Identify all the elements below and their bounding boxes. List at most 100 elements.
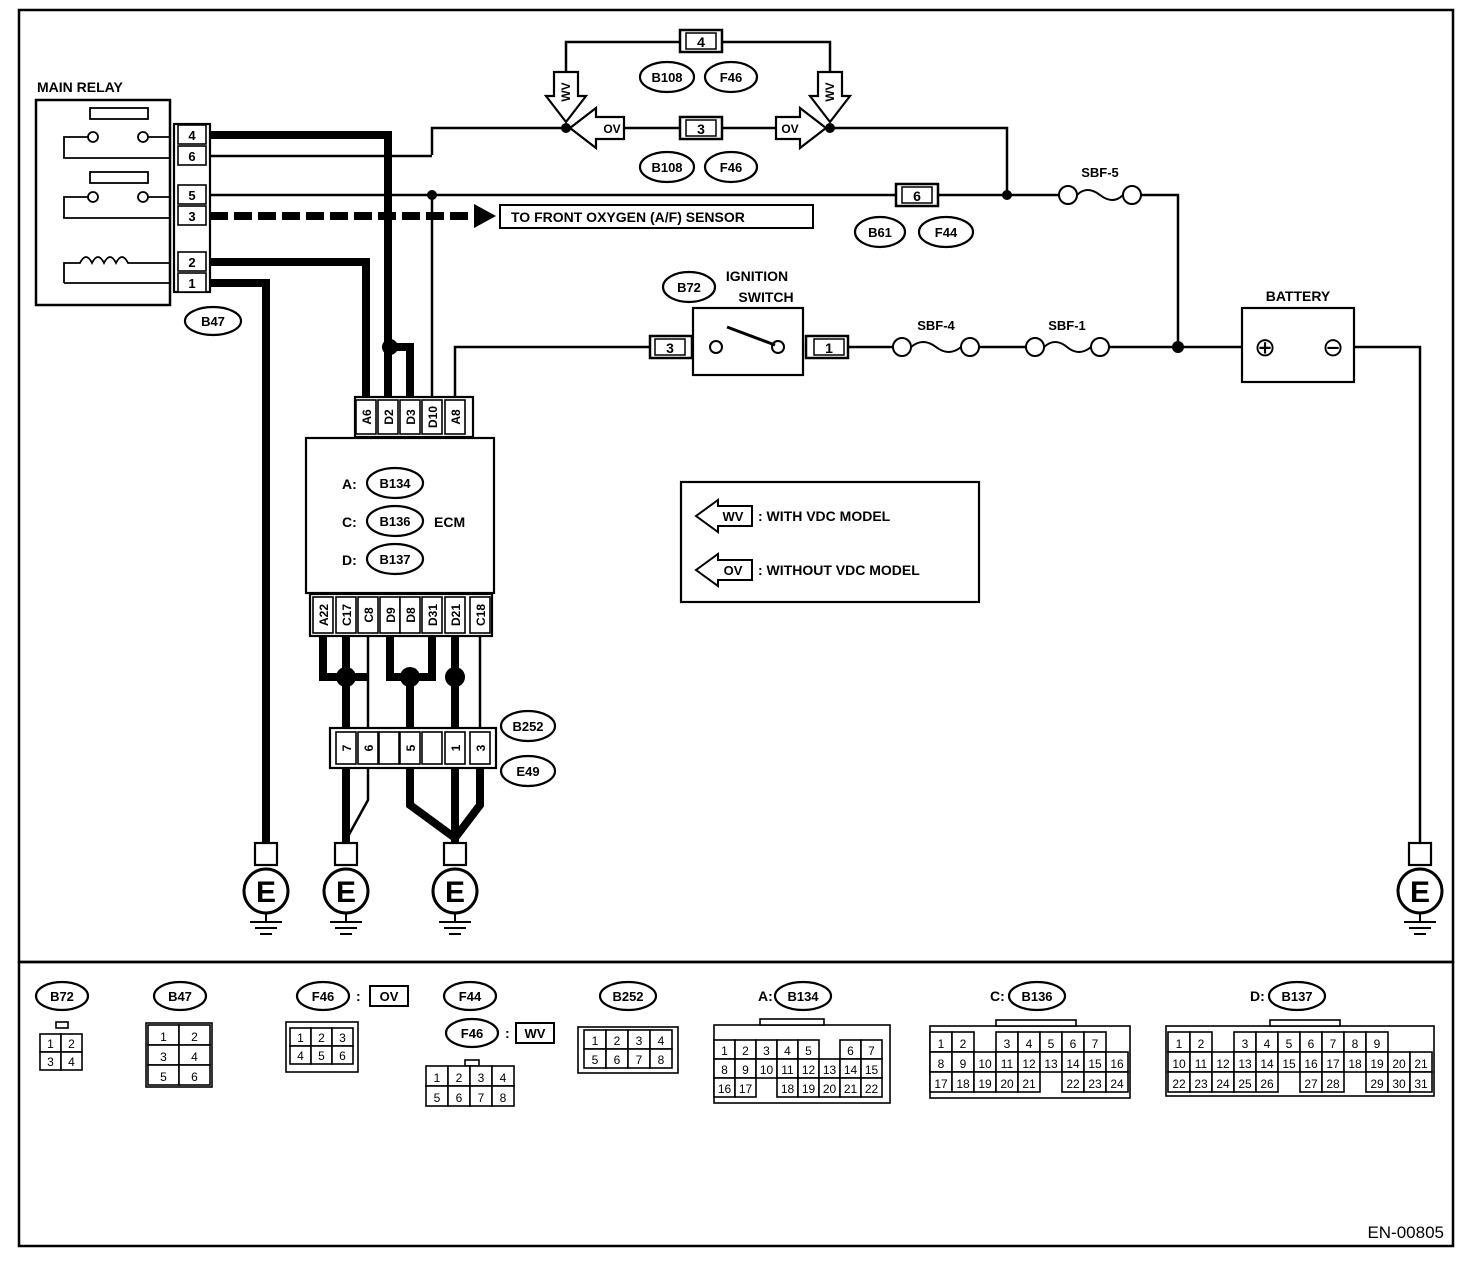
connector-pin-number: 2 xyxy=(742,1044,749,1058)
pin-label: D9 xyxy=(384,607,398,623)
connector-pin-number: 14 xyxy=(844,1063,858,1077)
ecm-bottom-pin xyxy=(469,596,491,634)
connector-pin-number: 28 xyxy=(1326,1077,1340,1091)
connector-pin-number: 7 xyxy=(636,1053,643,1067)
connector-pin-number: 6 xyxy=(847,1044,854,1058)
ecm-connector-d: B137 xyxy=(379,552,410,567)
view-b137-title: B137 xyxy=(1281,989,1312,1004)
svg-text::: : xyxy=(505,1025,510,1041)
wv-connector-b108: B108 xyxy=(651,70,682,85)
connector-pin-number: 7 xyxy=(478,1091,485,1105)
ground-symbol-2: E xyxy=(322,841,370,935)
view-b252-title: B252 xyxy=(612,989,643,1004)
pin-label: 6 xyxy=(362,744,376,751)
connector-pin-number: 18 xyxy=(781,1082,795,1096)
svg-text:WV: WV xyxy=(723,509,744,524)
battery-plus-icon: ⊕ xyxy=(1254,332,1276,362)
connector-pin-number: 6 xyxy=(1070,1037,1077,1051)
pin-label: D21 xyxy=(449,604,463,626)
connector-pin-number: 8 xyxy=(721,1063,728,1077)
ignition-in-pin: 3 xyxy=(666,340,674,356)
relay-terminal xyxy=(177,251,207,272)
wv-arrow-right xyxy=(807,70,853,124)
connector-pin-number: 7 xyxy=(1092,1037,1099,1051)
ground-terminal xyxy=(253,841,279,867)
junction-pin xyxy=(469,731,491,765)
connector-pin-number: 29 xyxy=(1370,1077,1384,1091)
connector-pin-number: 2 xyxy=(68,1037,75,1051)
connector-pin-number: 1 xyxy=(434,1071,441,1085)
connector-latch xyxy=(55,1021,69,1029)
connector-pin-number: 1 xyxy=(47,1037,54,1051)
connector-pin-number: 24 xyxy=(1110,1077,1124,1091)
ground-symbol-1: E xyxy=(242,841,290,935)
connector-pin-number: 5 xyxy=(1286,1037,1293,1051)
junction-pin xyxy=(335,731,357,765)
junction-pin xyxy=(421,731,443,765)
connector-pin-number: 22 xyxy=(1172,1077,1186,1091)
svg-text:C:: C: xyxy=(990,988,1005,1004)
ecm-label: ECM xyxy=(434,514,465,530)
ecm-top-pin xyxy=(399,399,421,435)
pin-label: 2 xyxy=(188,255,195,270)
ground-label: E xyxy=(445,876,465,909)
view-b136-title: B136 xyxy=(1021,989,1052,1004)
main-relay-title: MAIN RELAY xyxy=(37,79,123,95)
legend: WV : WITH VDC MODEL OV : WITHOUT VDC MOD… xyxy=(679,480,981,604)
pin-label: C8 xyxy=(362,607,376,623)
connector-pin-number: 8 xyxy=(658,1053,665,1067)
connector-pin-number: 6 xyxy=(614,1053,621,1067)
pin-label: 6 xyxy=(188,149,195,164)
connector-pin-number: 13 xyxy=(1044,1057,1058,1071)
connector-pin-number: 4 xyxy=(784,1044,791,1058)
connector-cell xyxy=(1105,1071,1129,1093)
connector-pin-number: 10 xyxy=(978,1057,992,1071)
ignition-connector-label: B72 xyxy=(677,280,701,295)
ground-terminal xyxy=(1407,841,1433,867)
view-f46-ov-tag: OV xyxy=(380,989,399,1004)
connector-pin-number: 6 xyxy=(1308,1037,1315,1051)
connector-pin-number: 9 xyxy=(1374,1037,1381,1051)
pin-label: A6 xyxy=(360,409,374,425)
ecm-top-pin xyxy=(377,399,399,435)
svg-text:D:: D: xyxy=(1250,988,1265,1004)
connector-cell xyxy=(1409,1071,1433,1093)
svg-text:OV: OV xyxy=(781,122,798,136)
ecm-bottom-pin xyxy=(444,596,466,634)
relay-terminal xyxy=(177,145,207,166)
pin-label: 1 xyxy=(188,276,195,291)
pin-label: 3 xyxy=(188,209,195,224)
connector-pin-number: 16 xyxy=(718,1082,732,1096)
connector-cell xyxy=(178,1064,211,1086)
ov-arrow-left xyxy=(568,105,626,151)
svg-text:D:: D: xyxy=(342,552,357,568)
connector-pin-number: 3 xyxy=(47,1055,54,1069)
ecm-top-pin xyxy=(421,399,443,435)
connector-cell xyxy=(60,1051,83,1071)
ground-label: E xyxy=(1410,876,1430,909)
connector-pin-number: 20 xyxy=(823,1082,837,1096)
view-f46-ov-title: F46 xyxy=(312,989,334,1004)
connector-cell xyxy=(649,1048,673,1069)
connector-pin-number: 4 xyxy=(68,1055,75,1069)
connector-pin-number: 12 xyxy=(1216,1057,1230,1071)
connector-pin-number: 5 xyxy=(434,1091,441,1105)
connector-pin-number: 5 xyxy=(805,1044,812,1058)
connector-pin-number: 13 xyxy=(1238,1057,1252,1071)
ecm-bottom-pin xyxy=(421,596,443,634)
connector-pin-number: 9 xyxy=(960,1057,967,1071)
pin-label: D31 xyxy=(426,604,440,626)
svg-text:OV: OV xyxy=(603,122,620,136)
svg-text:A:: A: xyxy=(342,476,357,492)
connector-pin-number: 19 xyxy=(1370,1057,1384,1071)
relay-terminal xyxy=(177,205,207,226)
connector-pin-number: 21 xyxy=(1022,1077,1036,1091)
connector-pin-number: 20 xyxy=(1392,1057,1406,1071)
